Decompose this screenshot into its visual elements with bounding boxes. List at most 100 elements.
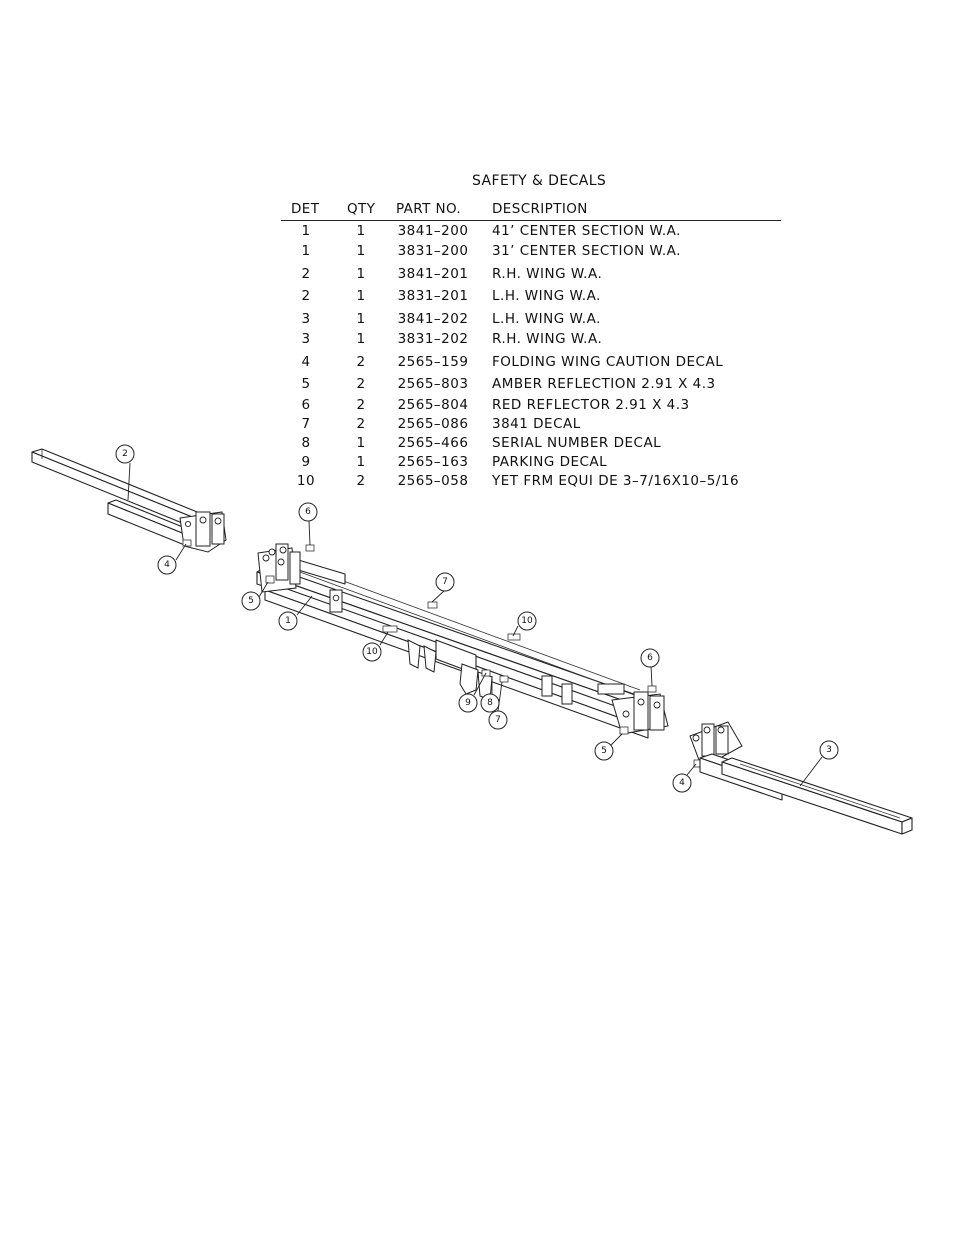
row-description: RED REFLECTOR 2.91 X 4.3 [492,397,690,413]
callout-number: 10 [366,647,378,657]
callout-circle [458,693,478,713]
row-description: L.H. WING W.A. [492,288,601,304]
callout-circle [115,444,135,464]
table-row: 5 2 2565–803 AMBER REFLECTION 2.91 X 4.3 [281,376,781,394]
callout-bubble: 4 [157,555,177,575]
table-row: 3 1 3841–202 L.H. WING W.A. [281,311,781,329]
row-qty: 1 [356,288,366,304]
callout-circle [298,502,318,522]
row-part-no: 2565–466 [397,435,469,451]
row-qty: 2 [356,354,366,370]
parts-table: DET QTY PART NO. DESCRIPTION 1 1 3841–200 4… [281,199,781,489]
row-det: 6 [301,397,311,413]
row-qty: 2 [356,397,366,413]
table-row: 7 2 2565–086 3841 DECAL [281,416,781,434]
row-qty: 2 [356,376,366,392]
row-det: 2 [301,266,311,282]
callout-number: 7 [442,577,448,587]
callout-circle [640,648,660,668]
row-part-no: 2565–058 [397,473,469,489]
callout-circle [594,741,614,761]
callout-number: 9 [465,698,471,708]
row-det: 5 [301,376,311,392]
row-description: FOLDING WING CAUTION DECAL [492,354,724,370]
row-det: 7 [301,416,311,432]
callout-bubble: 6 [298,502,318,522]
callout-circle [435,572,455,592]
row-det: 4 [301,354,311,370]
header-det: DET [291,201,320,217]
callout-bubble: 8 [480,693,500,713]
row-det: 2 [301,288,311,304]
right-wing-assembly [689,721,913,835]
row-description: 41’ CENTER SECTION W.A. [492,223,681,239]
row-det: 3 [301,311,311,327]
callout-circle [488,710,508,730]
row-qty: 1 [356,311,366,327]
row-det: 10 [296,473,316,489]
callout-circle [278,611,298,631]
callout-number: 5 [248,596,254,606]
callout-circle [517,611,537,631]
row-det: 1 [301,243,311,259]
callout-number: 8 [487,698,493,708]
callout-bubble: 6 [640,648,660,668]
row-description: L.H. WING W.A. [492,311,601,327]
row-qty: 1 [356,266,366,282]
row-det: 3 [301,331,311,347]
callout-bubble: 9 [458,693,478,713]
row-description: R.H. WING W.A. [492,266,603,282]
row-part-no: 2565–163 [397,454,469,470]
callout-bubble: 10 [517,611,537,631]
row-part-no: 2565–086 [397,416,469,432]
table-row: 6 2 2565–804 RED REFLECTOR 2.91 X 4.3 [281,397,781,415]
row-description: YET FRM EQUI DE 3–7/16X10–5/16 [492,473,740,489]
callout-number: 4 [164,560,170,570]
row-part-no: 3841–200 [397,223,469,239]
callout-number: 6 [305,507,311,517]
callout-bubble: 1 [278,611,298,631]
row-det: 8 [301,435,311,451]
table-row: 9 1 2565–163 PARKING DECAL [281,454,781,472]
callout-circle [362,642,382,662]
parts-table-title: SAFETY & DECALS [472,173,607,189]
row-qty: 2 [356,416,366,432]
row-part-no: 3841–201 [397,266,469,282]
callout-bubble: 3 [819,740,839,760]
table-header-row: DET QTY PART NO. DESCRIPTION [281,199,781,221]
row-qty: 2 [356,473,366,489]
header-qty: QTY [347,201,376,217]
row-qty: 1 [356,331,366,347]
row-qty: 1 [356,435,366,451]
row-part-no: 2565–804 [397,397,469,413]
row-description: SERIAL NUMBER DECAL [492,435,662,451]
row-part-no: 3831–201 [397,288,469,304]
row-det: 9 [301,454,311,470]
table-row: 2 1 3831–201 L.H. WING W.A. [281,288,781,306]
row-qty: 1 [356,243,366,259]
table-row: 2 1 3841–201 R.H. WING W.A. [281,266,781,284]
row-qty: 1 [356,223,366,239]
row-description: 31’ CENTER SECTION W.A. [492,243,681,259]
table-row: 1 1 3841–200 41’ CENTER SECTION W.A. [281,223,781,241]
row-part-no: 3831–200 [397,243,469,259]
center-section-assembly [256,543,669,739]
callout-number: 10 [521,616,533,626]
table-row: 10 2 2565–058 YET FRM EQUI DE 3–7/16X10–5/1… [281,473,781,491]
left-wing-assembly [31,448,227,553]
header-description: DESCRIPTION [492,201,588,217]
row-description: PARKING DECAL [492,454,608,470]
row-part-no: 2565–803 [397,376,469,392]
row-description: 3841 DECAL [492,416,581,432]
callout-circle [480,693,500,713]
row-description: AMBER REFLECTION 2.91 X 4.3 [492,376,716,392]
callout-bubble: 5 [241,591,261,611]
callout-leaders [127,462,823,787]
row-qty: 1 [356,454,366,470]
callout-circle [241,591,261,611]
callout-number: 1 [285,616,291,626]
row-part-no: 3841–202 [397,311,469,327]
row-det: 1 [301,223,311,239]
